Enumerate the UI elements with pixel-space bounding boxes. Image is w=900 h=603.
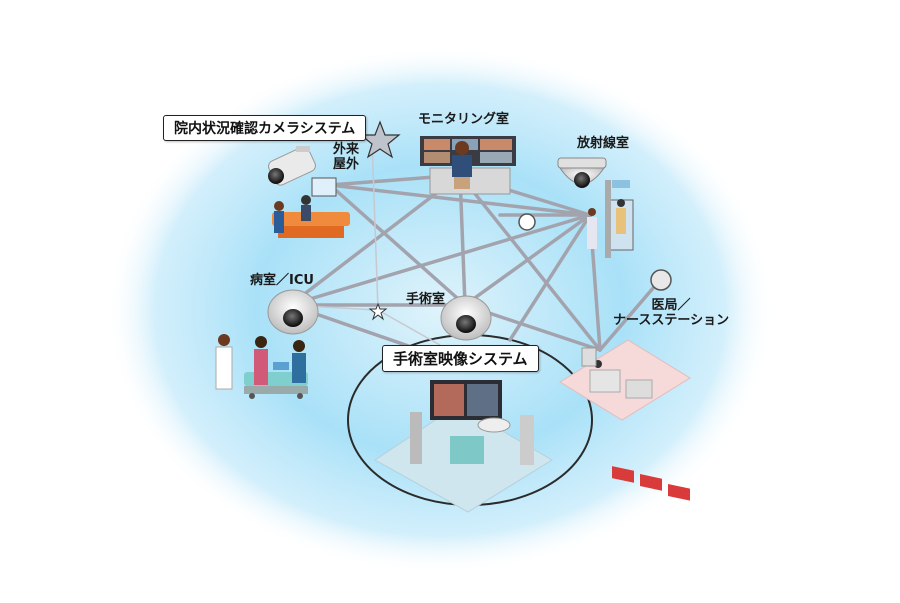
radiology-room-label: 放射線室 [577, 136, 630, 151]
medical-office-label: 医局／ ナースステーション [613, 298, 730, 329]
nurse-station-illustration [559, 339, 691, 501]
ward-dome-camera-icon [267, 289, 319, 335]
node-circle [518, 213, 536, 231]
operating-room-illustration [374, 380, 553, 513]
outpatient-label: 外来 屋外 [333, 142, 360, 173]
outpatient-label-line2: 屋外 [333, 156, 360, 172]
xray-machine-illustration [587, 180, 634, 258]
or-video-system-title: 手術室映像システム [382, 345, 539, 372]
radiology-camera-icon [557, 157, 607, 188]
star-icon [368, 302, 388, 321]
ward-icu-label: 病室／ICU [250, 273, 314, 288]
outpatient-label-line1: 外来 [333, 142, 360, 157]
node-circle [650, 269, 672, 291]
reception-desk-illustration [272, 177, 350, 238]
medical-office-label-line1: 医局／ [651, 298, 691, 313]
camera-system-title: 院内状況確認カメラシステム [163, 115, 367, 141]
bullet-camera-icon [268, 146, 316, 186]
or-dome-camera-icon [440, 295, 492, 341]
medical-office-label-line2: ナースステーション [613, 312, 730, 328]
operating-room-label: 手術室 [406, 292, 446, 307]
monitoring-room-illustration [420, 136, 516, 195]
ward-scene-illustration [215, 334, 308, 399]
monitoring-room-label: モニタリング室 [418, 112, 510, 127]
